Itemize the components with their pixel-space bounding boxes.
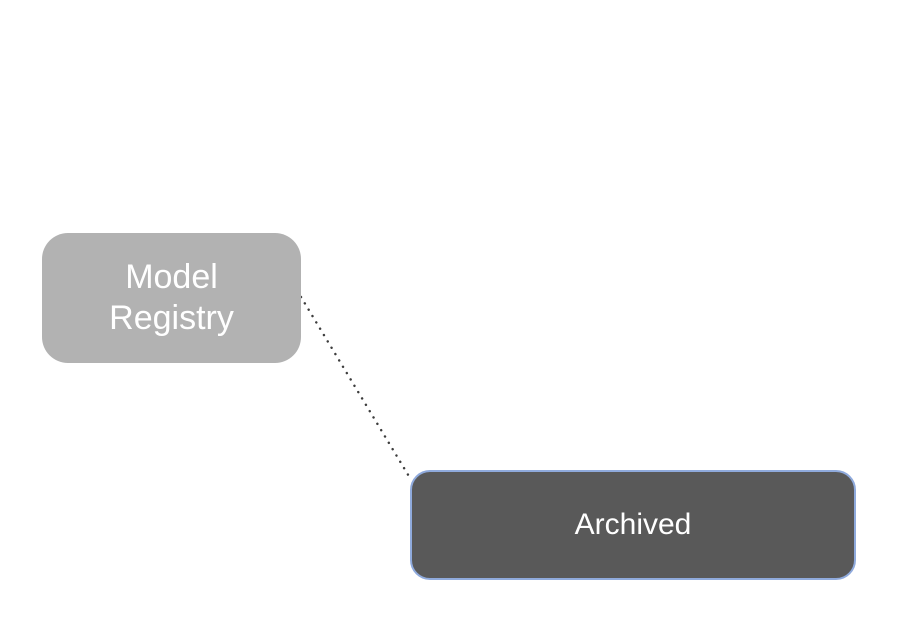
node-archived: Archived — [410, 470, 856, 580]
node-archived-label: Archived — [574, 508, 692, 541]
connector-dotted-line — [299, 295, 412, 480]
node-model-registry-label-line1: Model — [125, 258, 218, 296]
node-model-registry-label-line2: Registry — [109, 299, 234, 337]
